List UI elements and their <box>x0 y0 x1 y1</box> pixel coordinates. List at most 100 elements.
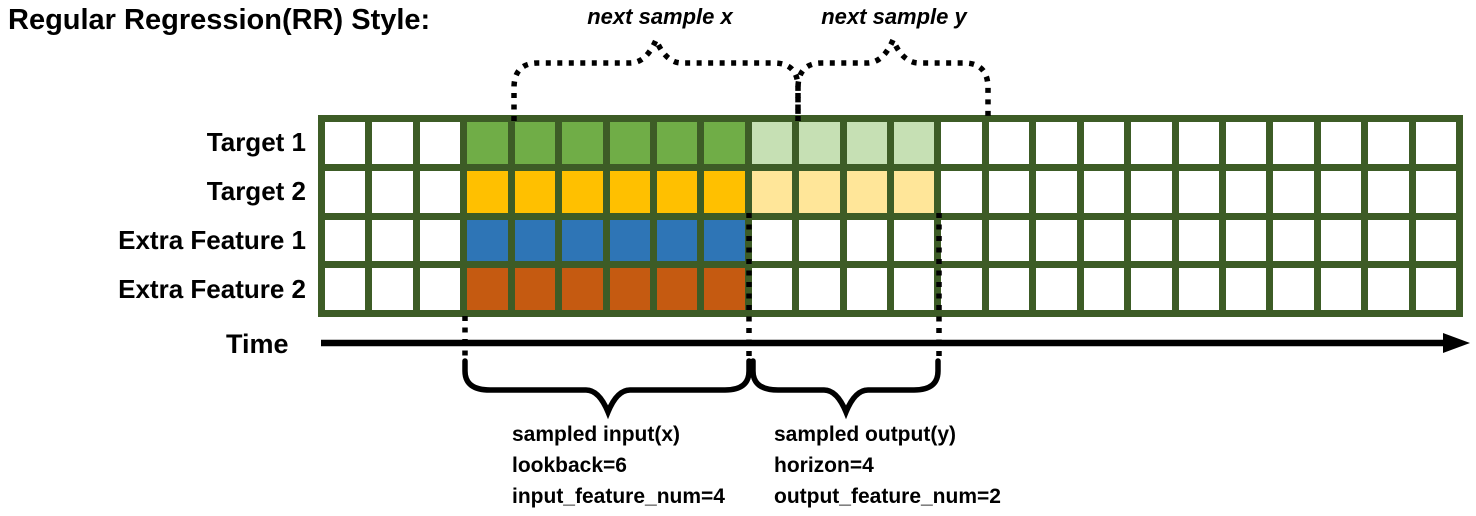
grid-cell <box>1320 170 1362 213</box>
grid-cell <box>325 219 366 262</box>
grid-cell <box>1131 268 1172 310</box>
grid-cell <box>1415 219 1456 262</box>
grid-cell <box>1178 268 1219 310</box>
grid-cell <box>751 170 793 213</box>
grid-cell <box>1225 268 1267 310</box>
row-labels: Target 1 Target 2 Extra Feature 1 Extra Fea… <box>0 115 306 317</box>
grid-cell <box>514 219 556 262</box>
grid-cell <box>467 268 508 310</box>
grid-cell <box>1368 122 1409 164</box>
grid-cell <box>704 219 745 262</box>
grid-cell <box>656 122 698 164</box>
grid-cell <box>1178 122 1219 164</box>
grid-cell <box>1036 268 1077 310</box>
grid-cell <box>941 170 982 213</box>
grid-cell <box>894 122 935 164</box>
grid-cell <box>372 170 413 213</box>
grid-cell <box>751 219 793 262</box>
annotation-line: lookback=6 <box>512 454 627 477</box>
grid-cell <box>656 268 698 310</box>
grid-cell <box>1320 219 1362 262</box>
sampled-input-brace <box>462 358 752 420</box>
grid-cell <box>325 268 366 310</box>
grid-cell <box>1083 170 1125 213</box>
grid-cell <box>1225 122 1267 164</box>
grid-cell <box>514 268 556 310</box>
grid-cell <box>894 268 935 310</box>
grid-cell <box>751 122 793 164</box>
annotation-line: sampled input(x) <box>512 423 681 446</box>
sampled-output-annotation: sampled output(y) horizon=4 output_featu… <box>774 419 1001 512</box>
grid-cell <box>514 122 556 164</box>
next-sample-x-brace <box>511 33 801 121</box>
grid-cell <box>941 219 982 262</box>
time-axis-label: Time <box>226 329 289 359</box>
grid-cell <box>799 268 840 310</box>
grid-cell <box>562 122 603 164</box>
annotation-line: sampled output(y) <box>774 423 956 446</box>
grid-cell <box>1178 219 1219 262</box>
grid-cell <box>372 268 413 310</box>
grid-cell <box>656 219 698 262</box>
grid-cell <box>1178 170 1219 213</box>
next-sample-y-label: next sample y <box>821 4 967 29</box>
grid-cell <box>894 170 935 213</box>
grid-cell <box>1083 219 1125 262</box>
grid-cell <box>1131 219 1172 262</box>
grid-cell <box>325 170 366 213</box>
grid-cell <box>1273 122 1314 164</box>
annotation-line: input_feature_num=4 <box>512 485 725 508</box>
grid-cell <box>609 122 650 164</box>
grid-cell <box>1368 219 1409 262</box>
grid-cell <box>1225 219 1267 262</box>
grid-cell <box>1415 170 1456 213</box>
grid-cell <box>1368 170 1409 213</box>
grid-cell <box>1273 219 1314 262</box>
annotation-line: output_feature_num=2 <box>774 485 1001 508</box>
grid-cell <box>751 268 793 310</box>
grid-cell <box>562 219 603 262</box>
grid-cell <box>1225 170 1267 213</box>
sampled-input-annotation: sampled input(x) lookback=6 input_featur… <box>512 419 725 512</box>
grid-cell <box>1320 268 1362 310</box>
grid-cell <box>372 122 413 164</box>
grid-cell <box>419 268 461 310</box>
grid-cell <box>562 268 603 310</box>
grid-cell <box>1415 122 1456 164</box>
grid-cell <box>1083 268 1125 310</box>
grid-cell <box>799 170 840 213</box>
grid-cell <box>941 122 982 164</box>
grid-cell <box>941 268 982 310</box>
grid-cell <box>372 219 413 262</box>
grid-cell <box>1368 268 1409 310</box>
grid-cell <box>1131 122 1172 164</box>
grid-cell <box>1273 170 1314 213</box>
grid-cell <box>467 219 508 262</box>
grid-cell <box>988 219 1030 262</box>
grid-cell <box>799 122 840 164</box>
grid-cell <box>846 268 887 310</box>
grid-cell <box>419 122 461 164</box>
grid-cell <box>846 219 887 262</box>
row-label: Extra Feature 1 <box>118 224 306 255</box>
grid-cell <box>609 268 650 310</box>
grid-cell <box>988 122 1030 164</box>
next-sample-x-label: next sample x <box>587 4 733 29</box>
grid-cell <box>325 122 366 164</box>
grid-cell <box>1273 268 1314 310</box>
grid-cell <box>704 170 745 213</box>
page-title: Regular Regression(RR) Style: <box>8 4 431 36</box>
grid-cell <box>988 268 1030 310</box>
grid-cell <box>1415 268 1456 310</box>
grid-cell <box>894 219 935 262</box>
grid-cell <box>467 170 508 213</box>
row-label: Target 1 <box>206 127 306 158</box>
row-label: Target 2 <box>206 176 306 207</box>
grid-cell <box>419 170 461 213</box>
grid-cell <box>562 170 603 213</box>
row-label: Extra Feature 2 <box>118 273 306 304</box>
grid-cell <box>1036 170 1077 213</box>
grid-cell <box>704 268 745 310</box>
grid-cell <box>799 219 840 262</box>
